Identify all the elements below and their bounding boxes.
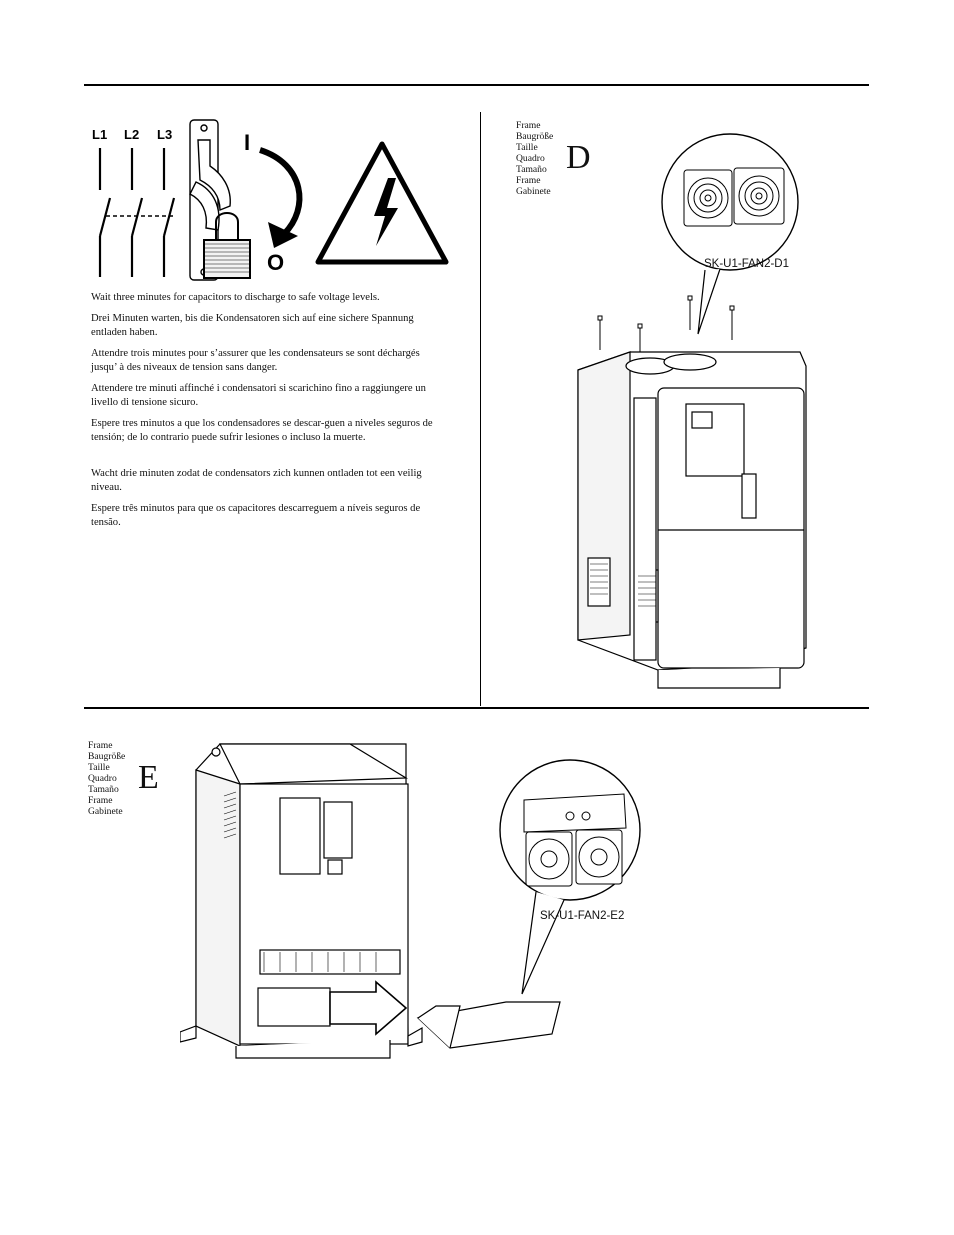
frame-e-label: Frame [88, 740, 113, 751]
curved-arrow-icon [259, 147, 303, 248]
warning-text-de: Drei Minuten warten, bis die Kondensator… [91, 313, 414, 339]
removal-arrow-icon [329, 980, 408, 1036]
frame-d-kit-label: SK-U1-FAN2-D1 [704, 258, 789, 270]
frame-e-drive-illustration: SK-U1-FAN2-E2 [180, 743, 641, 1059]
phase-label-l3: L3 [157, 127, 172, 142]
frame-e-label: Tamaño [88, 784, 119, 795]
frame-e-letter: E [138, 759, 159, 796]
frame-d-letter: D [566, 139, 591, 176]
high-voltage-warning-icon [315, 141, 449, 265]
frame-d-label: Taille [516, 142, 538, 153]
warning-text-pt: Espere três minutos para que os capacito… [91, 503, 421, 529]
switch-on-label: I [244, 130, 250, 155]
middle-rule [84, 707, 869, 709]
screw-icon [597, 295, 735, 358]
frame-e-label: Frame [88, 795, 113, 806]
frame-d-label: Baugröße [516, 131, 554, 142]
frame-d-label: Quadro [516, 153, 545, 164]
frame-d-label: Frame [516, 120, 541, 131]
phase-label-l2: L2 [124, 127, 139, 142]
frame-e-labels: Frame Baugröße Taille Quadro Tamaño Fram… [88, 740, 125, 817]
warning-text-fr: Attendre trois minutes pour s’assurer qu… [91, 348, 420, 374]
warning-text-en: Wait three minutes for capacitors to dis… [91, 292, 380, 303]
fan-icon [683, 167, 785, 227]
frame-d-labels: Frame Baugröße Taille Quadro Tamaño Fram… [516, 120, 553, 197]
frame-d-label: Tamaño [516, 164, 547, 175]
frame-d-label: Frame [516, 175, 541, 186]
warning-text-it: Attendere tre minuti affinché i condensa… [91, 383, 426, 409]
frame-e-label: Taille [88, 762, 110, 773]
fan-icon [523, 793, 627, 887]
frame-d-drive-illustration: SK-U1-FAN2-D1 [577, 133, 807, 689]
phase-label-l1: L1 [92, 127, 107, 142]
frame-e-kit-label: SK-U1-FAN2-E2 [540, 910, 624, 922]
frame-d-label: Gabinete [516, 186, 551, 197]
frame-e-label: Quadro [88, 773, 117, 784]
warning-text-nl: Wacht drie minuten zodat de condensators… [91, 468, 422, 494]
warning-text-es: Espere tres minutos a que los condensado… [91, 418, 433, 444]
frame-e-label: Baugröße [88, 751, 126, 762]
padlock-icon [203, 212, 251, 279]
column-divider [480, 112, 481, 706]
disconnect-switch-icon [98, 148, 176, 277]
lockout-diagram: L1 L2 L3 [92, 119, 449, 281]
frame-e-label: Gabinete [88, 806, 123, 817]
switch-off-label: O [267, 250, 284, 275]
top-rule [84, 84, 869, 86]
